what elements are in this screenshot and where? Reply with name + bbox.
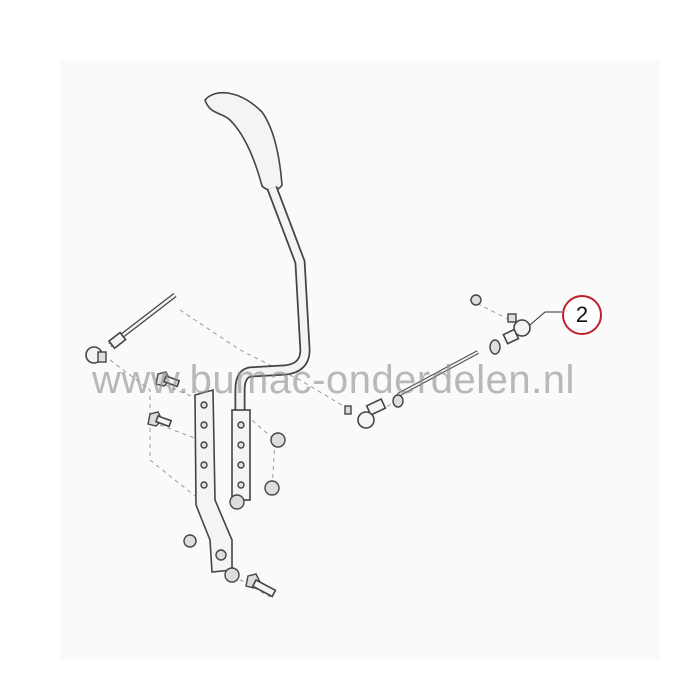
watermark: www.bumac-onderdelen.nl <box>92 358 575 402</box>
linkage-rod-assembly <box>344 294 562 429</box>
part-callout-2: 2 <box>562 295 602 335</box>
fasteners <box>147 371 286 598</box>
drawing-area <box>60 60 660 660</box>
